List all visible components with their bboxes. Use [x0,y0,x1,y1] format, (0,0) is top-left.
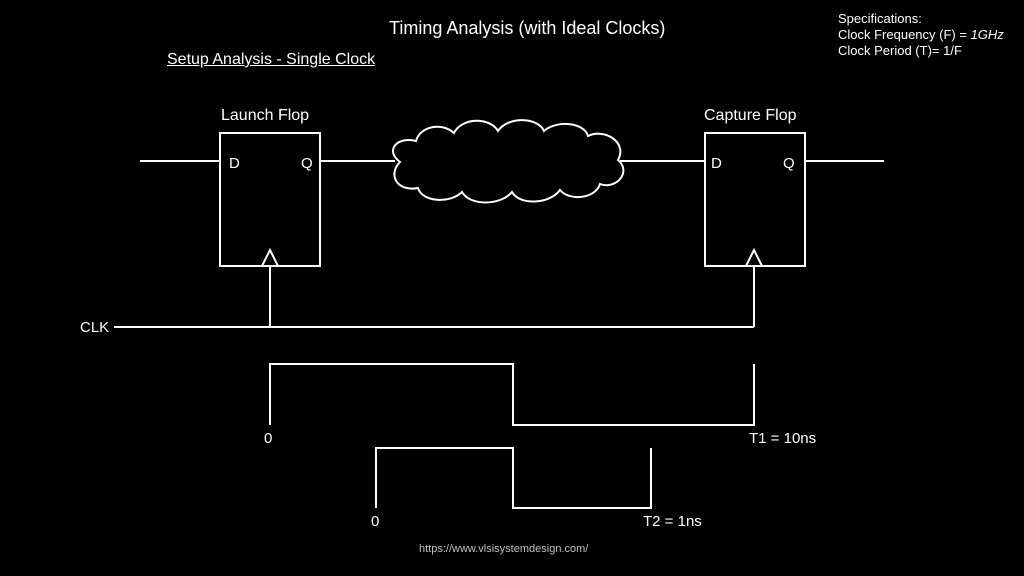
diagram-subtitle: Setup Analysis - Single Clock [167,51,376,68]
specifications-block: Specifications: Clock Frequency (F) = 1G… [838,11,1004,59]
launch-flop-box [219,132,321,267]
specifications-heading: Specifications: [838,11,922,26]
logic-cloud [392,119,625,204]
capture-flop-label: Capture Flop [704,107,797,124]
clock-frequency-value: 1GHz [970,27,1004,42]
capture-flop-box [704,132,806,267]
waveform1-start-label: 0 [264,430,273,447]
waveform-t1 [269,363,755,426]
launch-flop-label: Launch Flop [221,107,310,124]
clock-frequency-label: Clock Frequency (F) = [838,27,971,42]
waveform2-start-label: 0 [371,513,380,530]
waveform1-end-label: T1 = 10ns [749,430,817,447]
diagram-title: Timing Analysis (with Ideal Clocks) [389,18,666,38]
clock-label: CLK [80,319,110,336]
waveform-t2 [375,447,652,509]
clock-frequency-spec: Clock Frequency (F) = 1GHz [838,27,1004,43]
capture-flop-d-pin: D [711,155,722,172]
launch-clock-triangle [261,247,279,267]
launch-flop-q-pin: Q [301,155,313,172]
footer-url: https://www.vlsisystemdesign.com/ [419,543,589,555]
waveform2-end-label: T2 = 1ns [643,513,702,530]
capture-flop-q-pin: Q [783,155,795,172]
capture-clock-triangle [745,247,763,267]
clock-period-spec: Clock Period (T)= 1/F [838,43,962,58]
launch-flop-d-pin: D [229,155,240,172]
